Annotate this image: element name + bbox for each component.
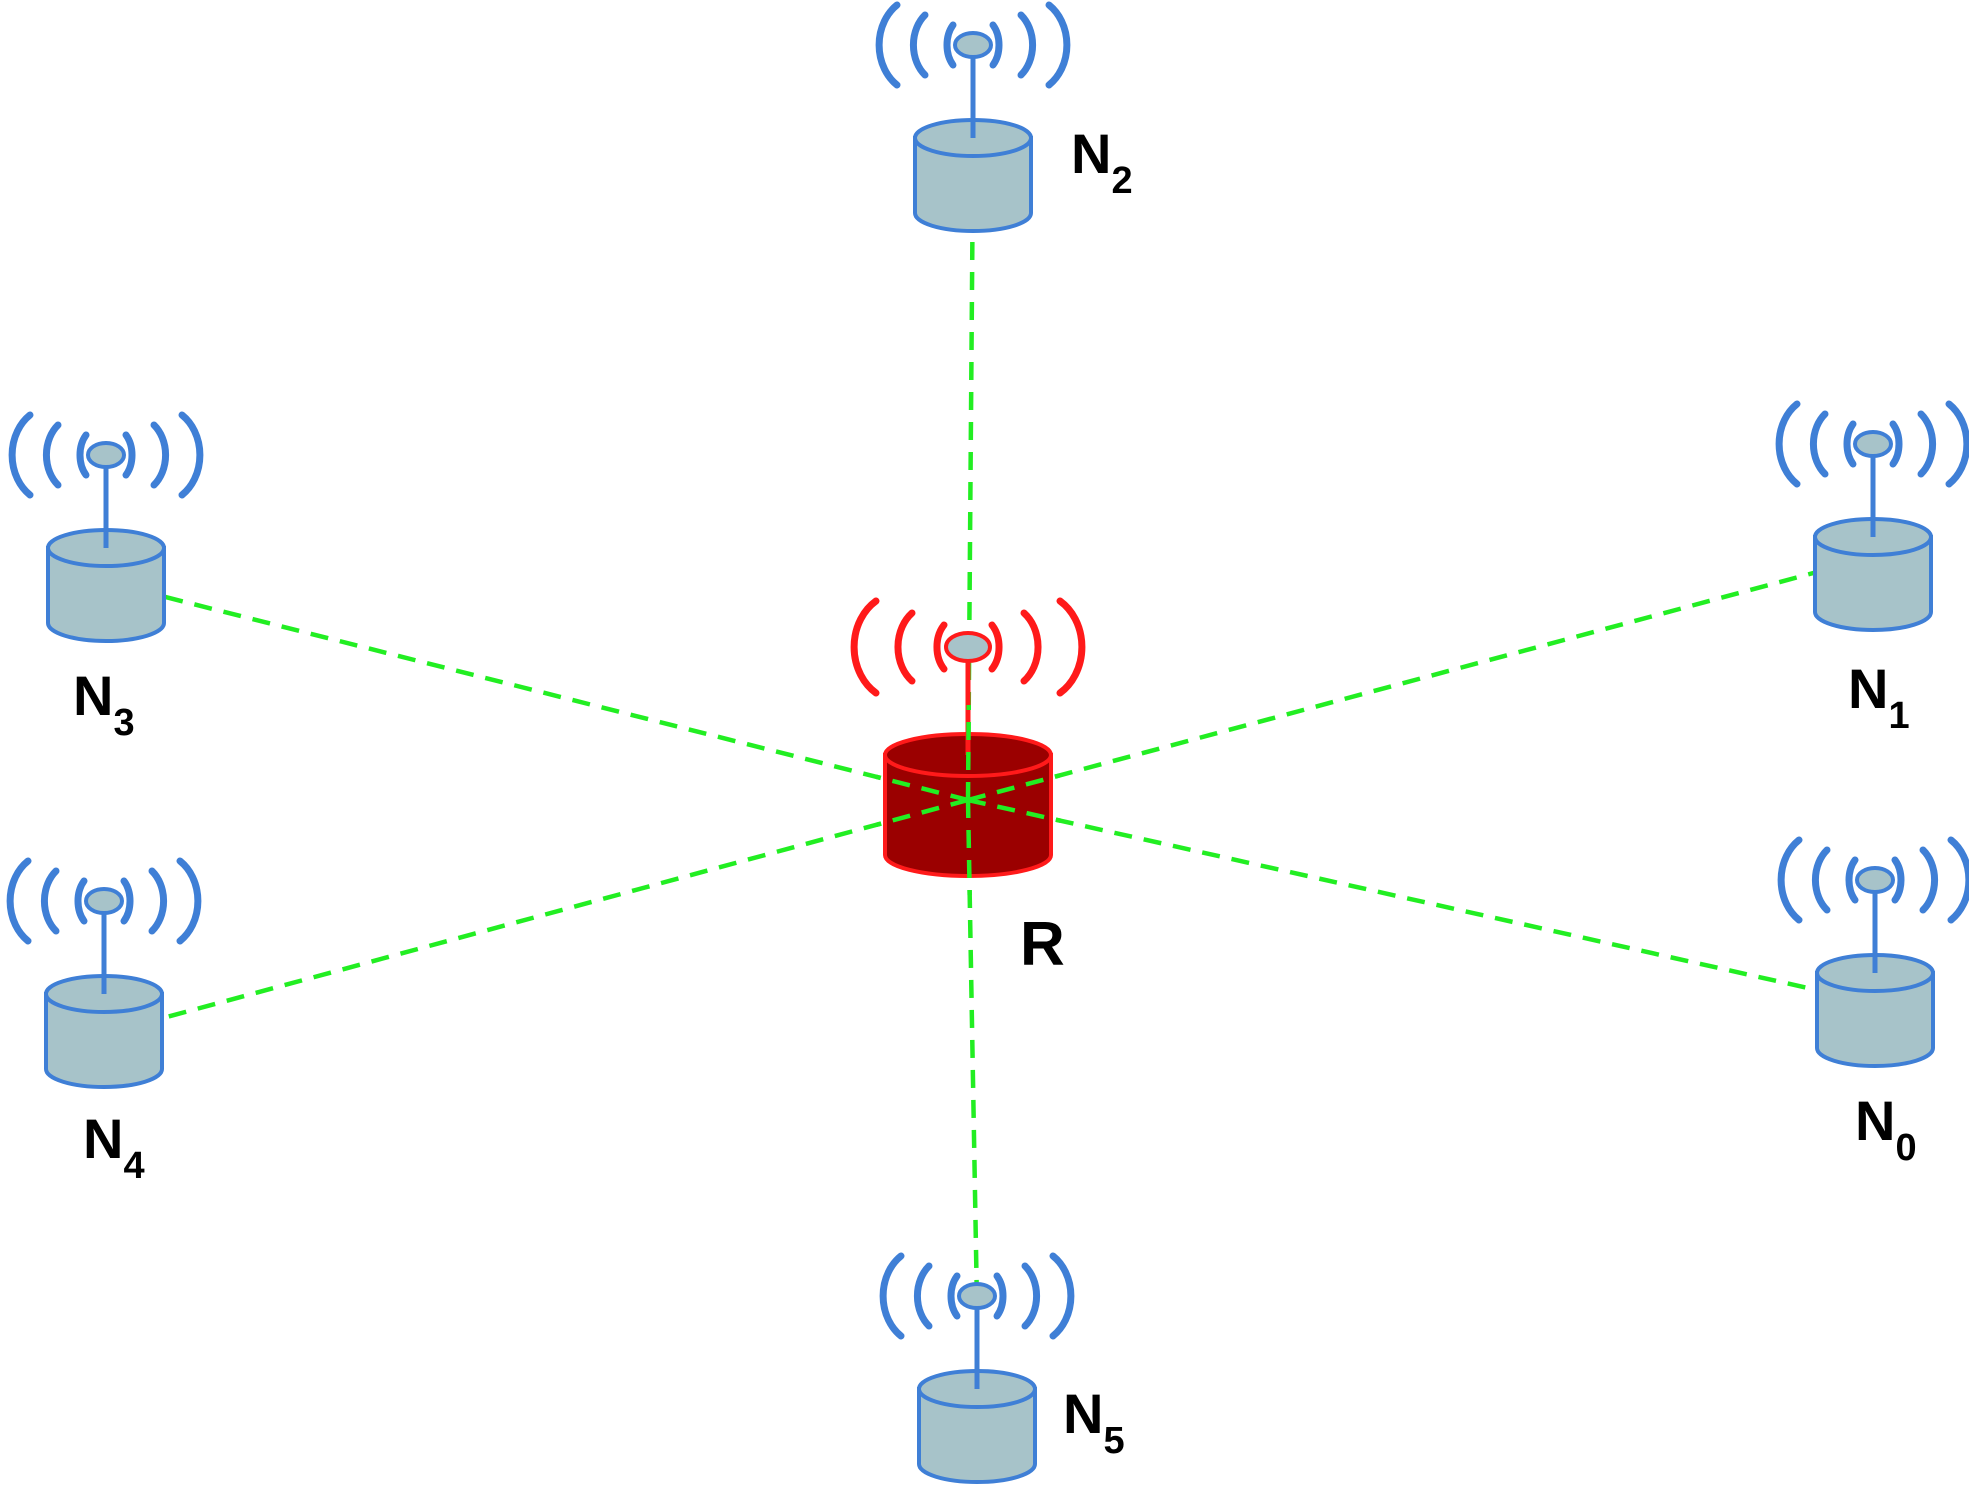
signal-arc-right xyxy=(150,421,170,489)
signal-arc-right xyxy=(176,857,202,945)
node-label-letter: N xyxy=(73,664,113,727)
node-label-letter: N xyxy=(83,1107,123,1170)
signal-arc-right xyxy=(1889,420,1903,468)
signal-arc-left xyxy=(879,1252,905,1340)
node-label-subscript: 0 xyxy=(1895,1127,1916,1169)
signal-arc-left xyxy=(1777,836,1803,924)
signal-arc-left xyxy=(1775,400,1801,488)
signal-arc-right xyxy=(1945,400,1969,488)
node-n4 xyxy=(6,857,202,1089)
signal-arc-left xyxy=(76,431,90,479)
node-label-n4: N4 xyxy=(83,1107,145,1187)
node-label-n1: N1 xyxy=(1848,657,1910,737)
link-overlay-n4 xyxy=(875,797,969,828)
signal-arc-left xyxy=(850,597,880,697)
node-label-subscript: 1 xyxy=(1888,695,1909,737)
signal-arc-right xyxy=(1917,410,1937,478)
node-label-n0: N0 xyxy=(1855,1089,1917,1169)
node-label-letter: N xyxy=(1848,657,1888,720)
node-label-letter: N xyxy=(1855,1089,1895,1152)
link-r-n0 xyxy=(967,797,1876,1006)
signal-arc-left xyxy=(933,621,948,673)
signal-arc-left xyxy=(1845,856,1859,904)
router xyxy=(850,597,1086,878)
signal-arc-right xyxy=(993,1272,1007,1320)
node-n5 xyxy=(879,1252,1075,1484)
signal-arc-left xyxy=(947,1272,961,1320)
signal-arc-right xyxy=(1049,1252,1075,1340)
link-r-n3 xyxy=(105,579,969,803)
node-label-n2: N2 xyxy=(1071,122,1133,202)
nodes-layer xyxy=(6,1,1969,1484)
node-label-n3: N3 xyxy=(73,664,135,744)
link-overlay-n2 xyxy=(965,704,971,801)
signal-arc-right xyxy=(178,411,204,499)
node-n1 xyxy=(1775,400,1969,632)
links-overlay xyxy=(875,704,1062,896)
signal-arc-right xyxy=(989,21,1003,69)
node-label-subscript: 2 xyxy=(1111,160,1132,202)
links-layer xyxy=(103,159,1876,1306)
link-overlay-n1 xyxy=(967,773,1061,803)
signal-arc-left xyxy=(42,421,62,489)
wireless-node-icon xyxy=(1777,836,1969,1068)
wireless-node-icon xyxy=(6,857,202,1089)
signal-arc-right xyxy=(148,867,168,935)
signal-arc-left xyxy=(1843,420,1857,468)
signal-arc-right xyxy=(1045,1,1071,89)
wireless-node-icon xyxy=(879,1252,1075,1484)
wireless-router-icon xyxy=(850,597,1086,878)
signal-arc-right xyxy=(1947,836,1969,924)
signal-arc-right xyxy=(1056,597,1086,697)
node-label-subscript: 5 xyxy=(1103,1420,1124,1462)
signal-arc-right xyxy=(1919,846,1939,914)
link-overlay-n0 xyxy=(967,797,1062,823)
signal-arc-left xyxy=(894,609,916,685)
node-label-subscript: 3 xyxy=(113,702,134,744)
signal-arc-right xyxy=(122,431,136,479)
wireless-node-icon xyxy=(8,411,204,643)
router-label: R xyxy=(1020,910,1065,979)
signal-arc-right xyxy=(1020,609,1042,685)
node-label-letter: N xyxy=(1063,1382,1103,1445)
signal-arc-left xyxy=(74,877,88,925)
signal-arc-right xyxy=(1891,856,1905,904)
link-overlay-n3 xyxy=(875,774,969,803)
link-r-n5 xyxy=(965,799,980,1306)
node-label-subscript: 4 xyxy=(123,1145,144,1187)
link-r-n4 xyxy=(103,797,969,1037)
node-label-letter: N xyxy=(1071,122,1111,185)
signal-arc-left xyxy=(943,21,957,69)
signal-arc-right xyxy=(120,877,134,925)
signal-arc-left xyxy=(913,1262,933,1330)
signal-arc-left xyxy=(40,867,60,935)
signal-arc-left xyxy=(8,411,34,499)
node-label-n5: N5 xyxy=(1063,1382,1125,1462)
wireless-node-icon xyxy=(1775,400,1969,632)
signal-arc-right xyxy=(1021,1262,1041,1330)
link-r-n1 xyxy=(967,554,1874,803)
signal-arc-left xyxy=(909,11,929,79)
signal-arc-right xyxy=(988,621,1003,673)
wireless-node-icon xyxy=(875,1,1071,233)
signal-arc-left xyxy=(1811,846,1831,914)
signal-arc-left xyxy=(6,857,32,945)
signal-arc-right xyxy=(1017,11,1037,79)
node-n3 xyxy=(8,411,204,643)
link-overlay-n5 xyxy=(965,799,972,896)
node-n0 xyxy=(1777,836,1969,1068)
signal-arc-left xyxy=(1809,410,1829,478)
signal-arc-left xyxy=(875,1,901,89)
node-n2 xyxy=(875,1,1071,233)
